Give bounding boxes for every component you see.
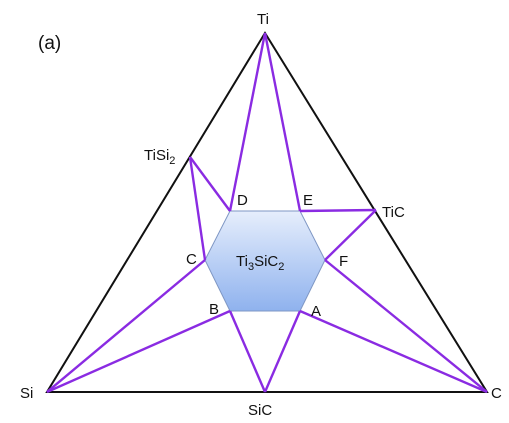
compound-label-sic: SiC (248, 402, 272, 419)
tie-line-tisi2-d (189, 156, 231, 212)
hex-point-label-f: F (339, 253, 348, 270)
hex-point-label-a: A (311, 303, 321, 320)
compound-label-tisi2: TiSi2 (144, 147, 175, 167)
tie-line-ti-e (263, 32, 302, 212)
tie-line-c-a (299, 309, 488, 394)
vertex-label-ti: Ti (257, 11, 269, 28)
panel-label: (a) (38, 33, 61, 54)
tie-line-tisi2-c (188, 156, 207, 261)
hex-point-label-c: C (186, 251, 197, 268)
hexagon-label-ti3sic2: Ti3SiC2 (236, 253, 284, 273)
ternary-triangle (45, 31, 489, 393)
compound-label-tic: TiC (382, 204, 405, 221)
tie-line-sic-b (228, 310, 267, 393)
vertex-label-si: Si (20, 385, 33, 402)
tie-line-si-b (46, 309, 231, 394)
hex-point-label-d: D (237, 192, 248, 209)
tie-line-tic-f (324, 209, 377, 261)
tie-line-ti-d (228, 32, 267, 212)
hex-point-label-e: E (303, 192, 313, 209)
hex-point-label-b: B (209, 301, 219, 318)
tie-line-c-f (324, 259, 488, 393)
vertex-label-c: C (491, 385, 502, 402)
tie-line-tic-e (299, 208, 377, 213)
tie-line-si-c (46, 259, 206, 393)
tie-line-sic-a (263, 310, 302, 393)
